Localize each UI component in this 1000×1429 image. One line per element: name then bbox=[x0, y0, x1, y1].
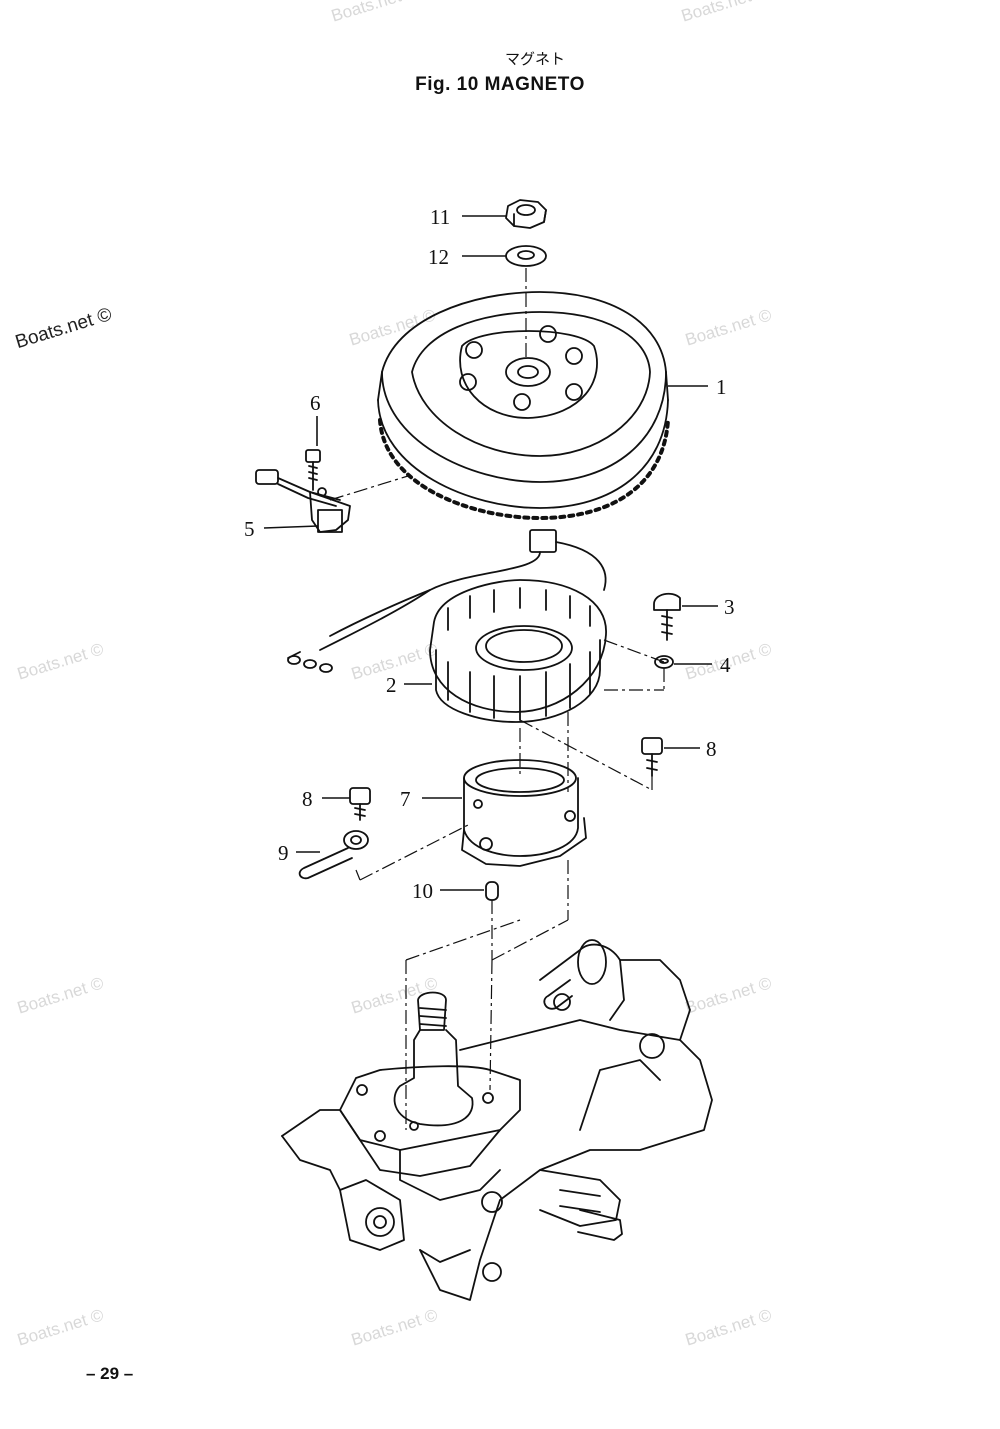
callout-7: 7 bbox=[400, 787, 411, 811]
callout-12: 12 bbox=[428, 245, 449, 269]
callout-4: 4 bbox=[720, 653, 731, 677]
part-5-pulser-coil bbox=[255, 469, 351, 533]
crankcase-base bbox=[281, 939, 713, 1301]
callout-11: 11 bbox=[430, 205, 450, 229]
page-number: – 29 – bbox=[86, 1364, 134, 1383]
figure-title-japanese: マグネト bbox=[504, 50, 565, 68]
callout-6: 6 bbox=[310, 391, 321, 415]
callout-9: 9 bbox=[278, 841, 289, 865]
callout-3: 3 bbox=[724, 595, 735, 619]
callout-10: 10 bbox=[412, 879, 433, 903]
callout-1: 1 bbox=[716, 375, 727, 399]
callout-5: 5 bbox=[244, 517, 255, 541]
callout-8-left: 8 bbox=[302, 787, 313, 811]
part-10-dowel-pin bbox=[485, 881, 499, 901]
part-6-screw bbox=[305, 449, 321, 491]
figure-title: Fig. 10 MAGNETO bbox=[415, 74, 585, 95]
part-2-stator bbox=[287, 529, 607, 723]
callout-2: 2 bbox=[386, 673, 397, 697]
part-11-nut bbox=[505, 199, 547, 229]
part-3-screw bbox=[653, 592, 681, 641]
callout-8-right: 8 bbox=[706, 737, 717, 761]
part-8-bolt-right bbox=[641, 737, 663, 777]
part-8-bolt-left bbox=[349, 787, 371, 821]
part-9-ground-lead bbox=[298, 830, 369, 880]
part-12-washer bbox=[505, 245, 547, 267]
part-1-flywheel bbox=[377, 291, 670, 520]
